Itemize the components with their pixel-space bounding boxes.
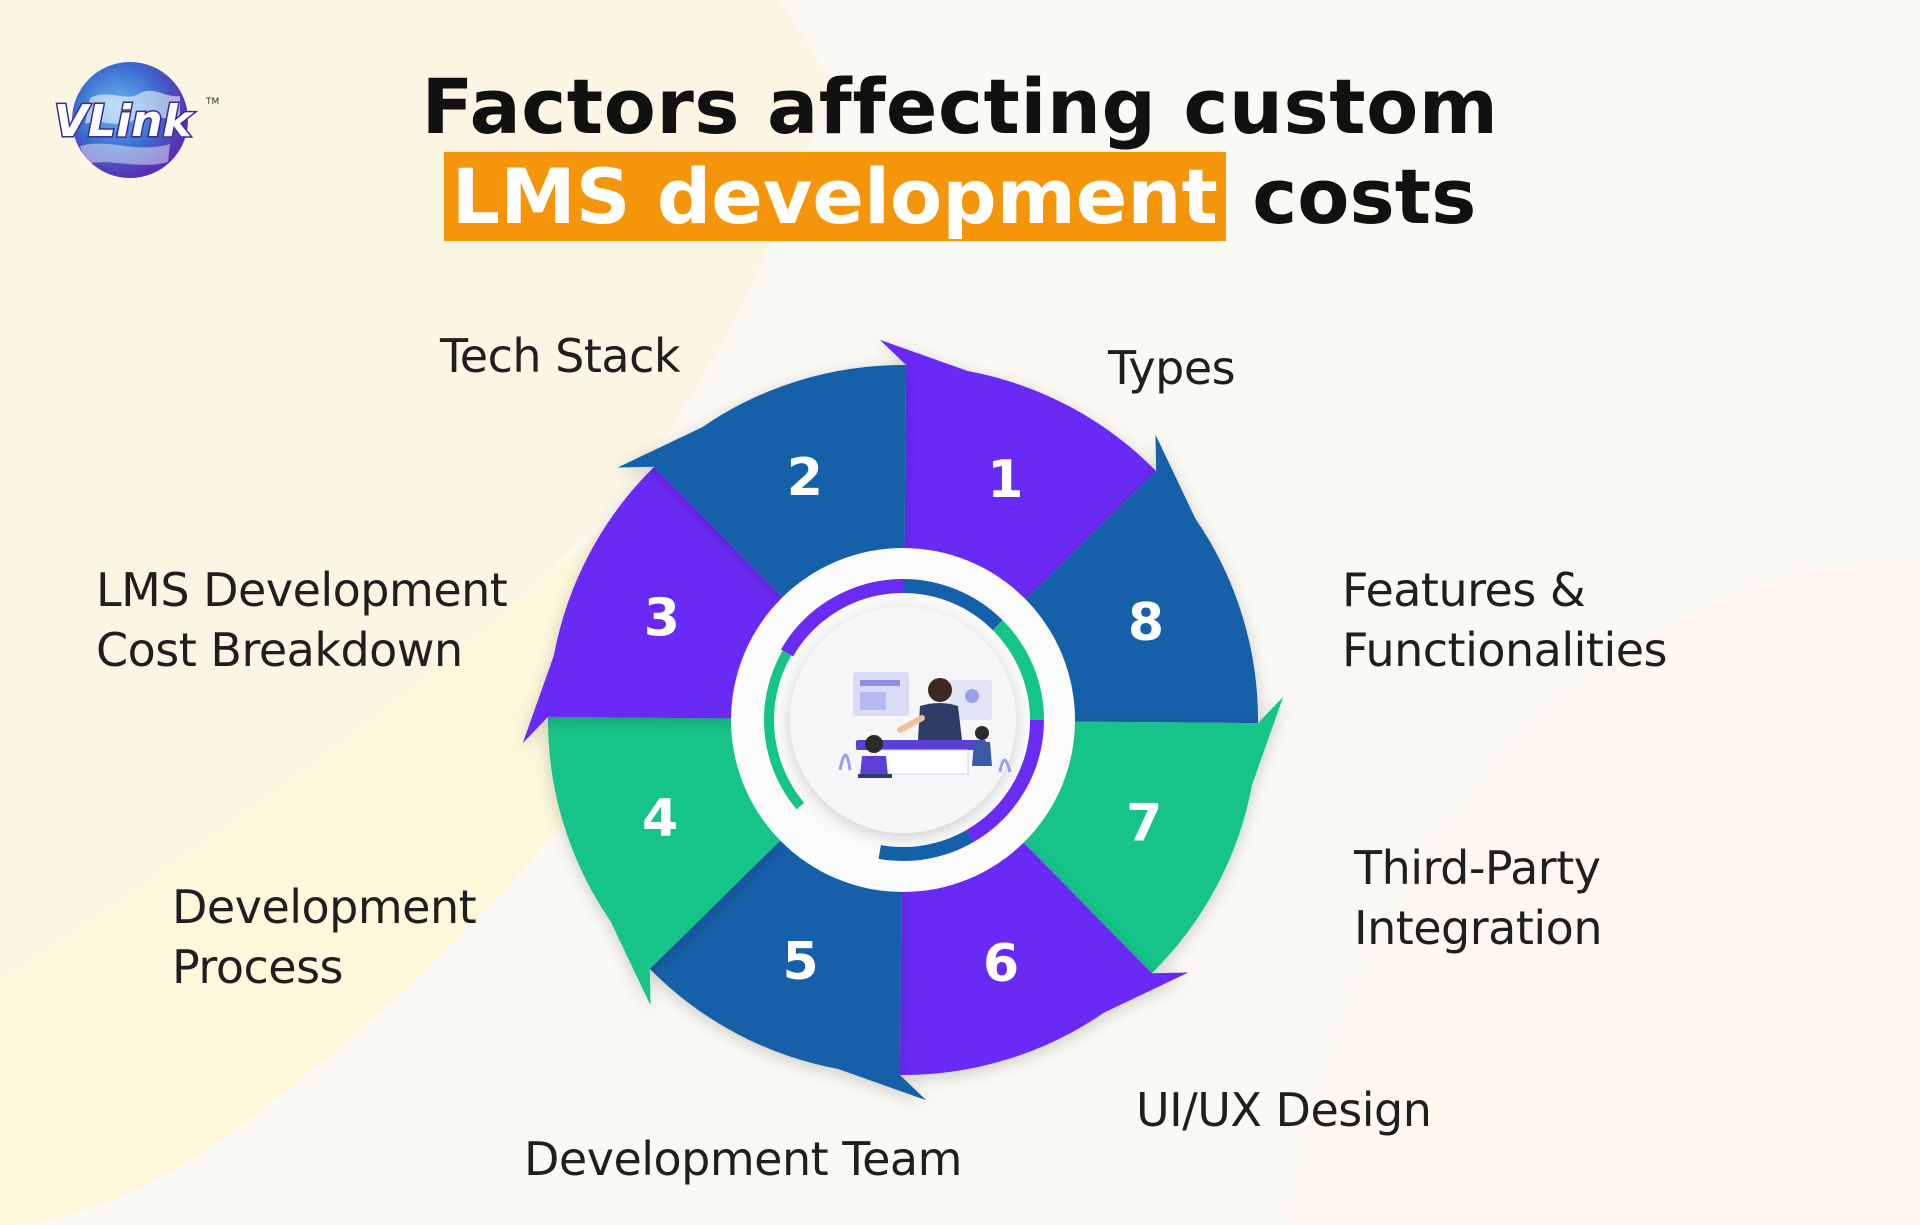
segment-types — [879, 339, 1157, 603]
label-third-party-integration: Third-Party Integration — [1354, 841, 1602, 955]
segment-number-8: 8 — [1128, 593, 1164, 653]
segment-tech-stack — [617, 365, 907, 601]
segment-lms-cost-breakdown — [522, 466, 786, 744]
label-development-team: Development Team — [524, 1132, 962, 1186]
segment-number-6: 6 — [983, 934, 1019, 994]
segment-number-3: 3 — [644, 589, 680, 649]
inner-arc-2 — [902, 579, 1003, 631]
segment-number-2: 2 — [787, 448, 823, 508]
label-features-functionalities: Features & Functionalities — [1342, 563, 1668, 677]
vlink-logo: VLink TM — [53, 62, 219, 178]
segment-ui-ux-design — [899, 839, 1189, 1075]
segment-third-party-integration — [1020, 696, 1284, 974]
segment-number-7: 7 — [1126, 793, 1162, 853]
segment-development-process — [547, 716, 784, 1006]
title-line-1: Factors affecting custom — [421, 62, 1499, 151]
center-disc — [790, 607, 1016, 833]
segment-number-4: 4 — [642, 789, 678, 849]
center-illustration — [838, 672, 1012, 778]
inner-arc-5 — [878, 829, 974, 861]
title-line-2: LMS development costs — [0, 152, 1920, 242]
title-highlight: LMS development — [443, 152, 1226, 241]
segment-features-functionalities — [1022, 434, 1258, 724]
label-ui-ux-design: UI/UX Design — [1136, 1083, 1432, 1137]
title-line-2-rest: costs — [1252, 152, 1477, 241]
segment-number-1: 1 — [987, 450, 1023, 510]
inner-arc-3 — [992, 620, 1044, 721]
inner-arc-4 — [966, 719, 1044, 843]
logo-text: VLink — [54, 96, 194, 147]
segment-development-team — [649, 837, 927, 1101]
label-tech-stack: Tech Stack — [440, 329, 681, 383]
label-lms-development-cost-breakdown: LMS Development Cost Breakdown — [96, 563, 508, 677]
inner-arc-6 — [764, 650, 805, 810]
page-title: Factors affecting custom LMS development… — [0, 62, 1920, 242]
segment-number-5: 5 — [783, 932, 819, 992]
logo-trademark: TM — [205, 97, 219, 107]
label-types: Types — [1108, 341, 1236, 395]
inner-arc-1 — [780, 579, 904, 657]
label-development-process: Development Process — [172, 880, 477, 994]
